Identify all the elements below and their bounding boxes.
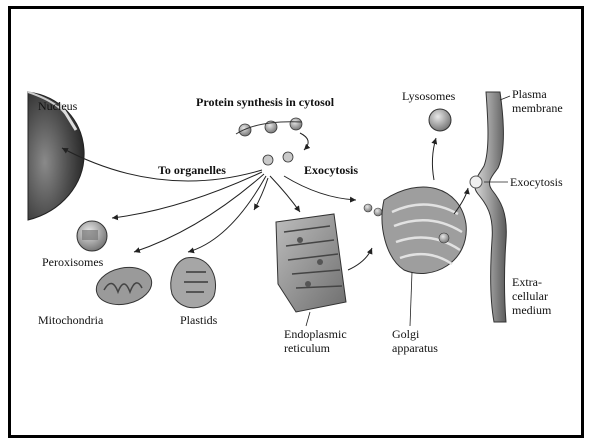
label-to-organelles: To organelles [158,163,226,177]
label-er-1: Endoplasmic [284,327,347,341]
label-mitochondria: Mitochondria [38,313,104,327]
label-nucleus: Nucleus [38,99,78,113]
mitochondrion-shape [93,263,155,310]
lysosome-shape [429,109,451,131]
label-golgi-2: apparatus [392,341,438,355]
er-shape [276,214,346,312]
ribosome-cluster [236,118,302,165]
golgi-to-lysosome-arrow [432,138,436,180]
label-exocytosis-top: Exocytosis [304,163,358,177]
er-to-golgi-arrow [348,248,372,270]
label-extra-2: cellular [512,289,548,303]
label-golgi-1: Golgi [392,327,420,341]
label-plastids: Plastids [180,313,218,327]
label-extra-1: Extra- [512,275,542,289]
label-exocytosis-right: Exocytosis [510,175,563,189]
label-peroxisomes: Peroxisomes [42,255,104,269]
peroxisome-shape [77,221,107,251]
label-lysosomes: Lysosomes [402,89,456,103]
label-extra-3: medium [512,303,552,317]
plasma-membrane-shape [470,92,506,322]
figure-title: Protein synthesis in cytosol [196,95,335,109]
label-plasma-2: membrane [512,101,563,115]
golgi-shape [382,187,466,273]
label-er-2: reticulum [284,341,331,355]
label-plasma-1: Plasma [512,87,547,101]
plastid-shape [171,258,216,308]
